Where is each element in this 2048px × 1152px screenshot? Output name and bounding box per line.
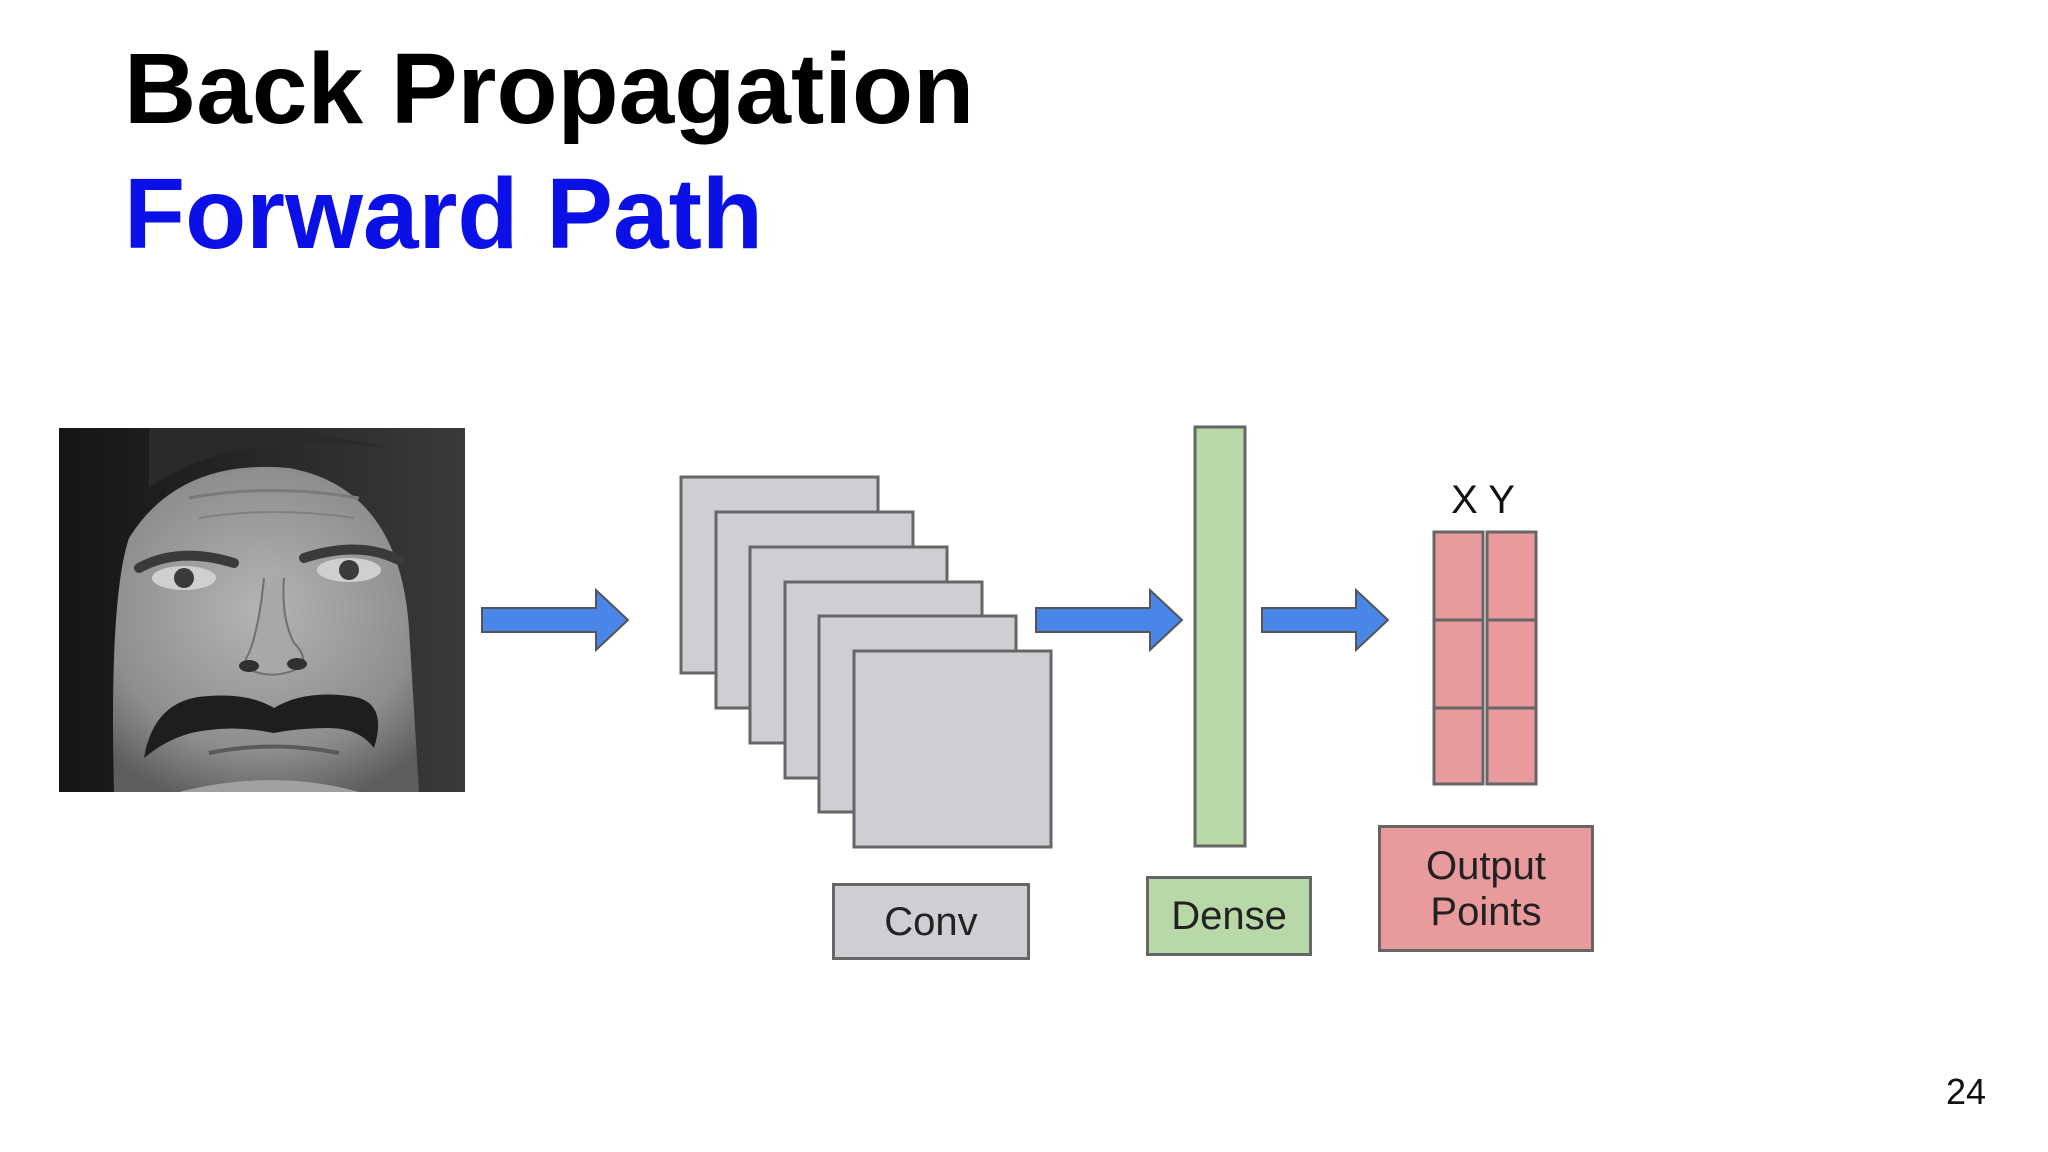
arrow-dense-to-output xyxy=(1261,587,1390,653)
face-image xyxy=(59,428,465,792)
slide-title: Back Propagation xyxy=(124,33,975,145)
output-cell xyxy=(1485,706,1538,786)
output-cell xyxy=(1432,530,1485,622)
conv-feature-maps xyxy=(679,475,1053,849)
output-label-line2: Points xyxy=(1430,889,1542,934)
arrow-conv-to-dense xyxy=(1035,587,1184,653)
output-points-label: Output Points xyxy=(1378,825,1594,952)
conv-map-6 xyxy=(852,649,1053,849)
output-cell xyxy=(1432,706,1485,786)
conv-label: Conv xyxy=(832,883,1030,960)
dense-label: Dense xyxy=(1146,876,1312,956)
slide-subtitle: Forward Path xyxy=(124,158,763,270)
output-points-grid xyxy=(1432,530,1538,786)
output-cell xyxy=(1485,530,1538,622)
page-number: 24 xyxy=(1945,1071,1986,1112)
arrow-input-to-conv xyxy=(481,587,630,653)
output-cell xyxy=(1485,618,1538,710)
dense-layer-bar xyxy=(1193,425,1247,848)
output-columns-label: X Y xyxy=(1451,478,1515,522)
output-cell xyxy=(1432,618,1485,710)
output-label-line1: Output xyxy=(1425,843,1547,888)
